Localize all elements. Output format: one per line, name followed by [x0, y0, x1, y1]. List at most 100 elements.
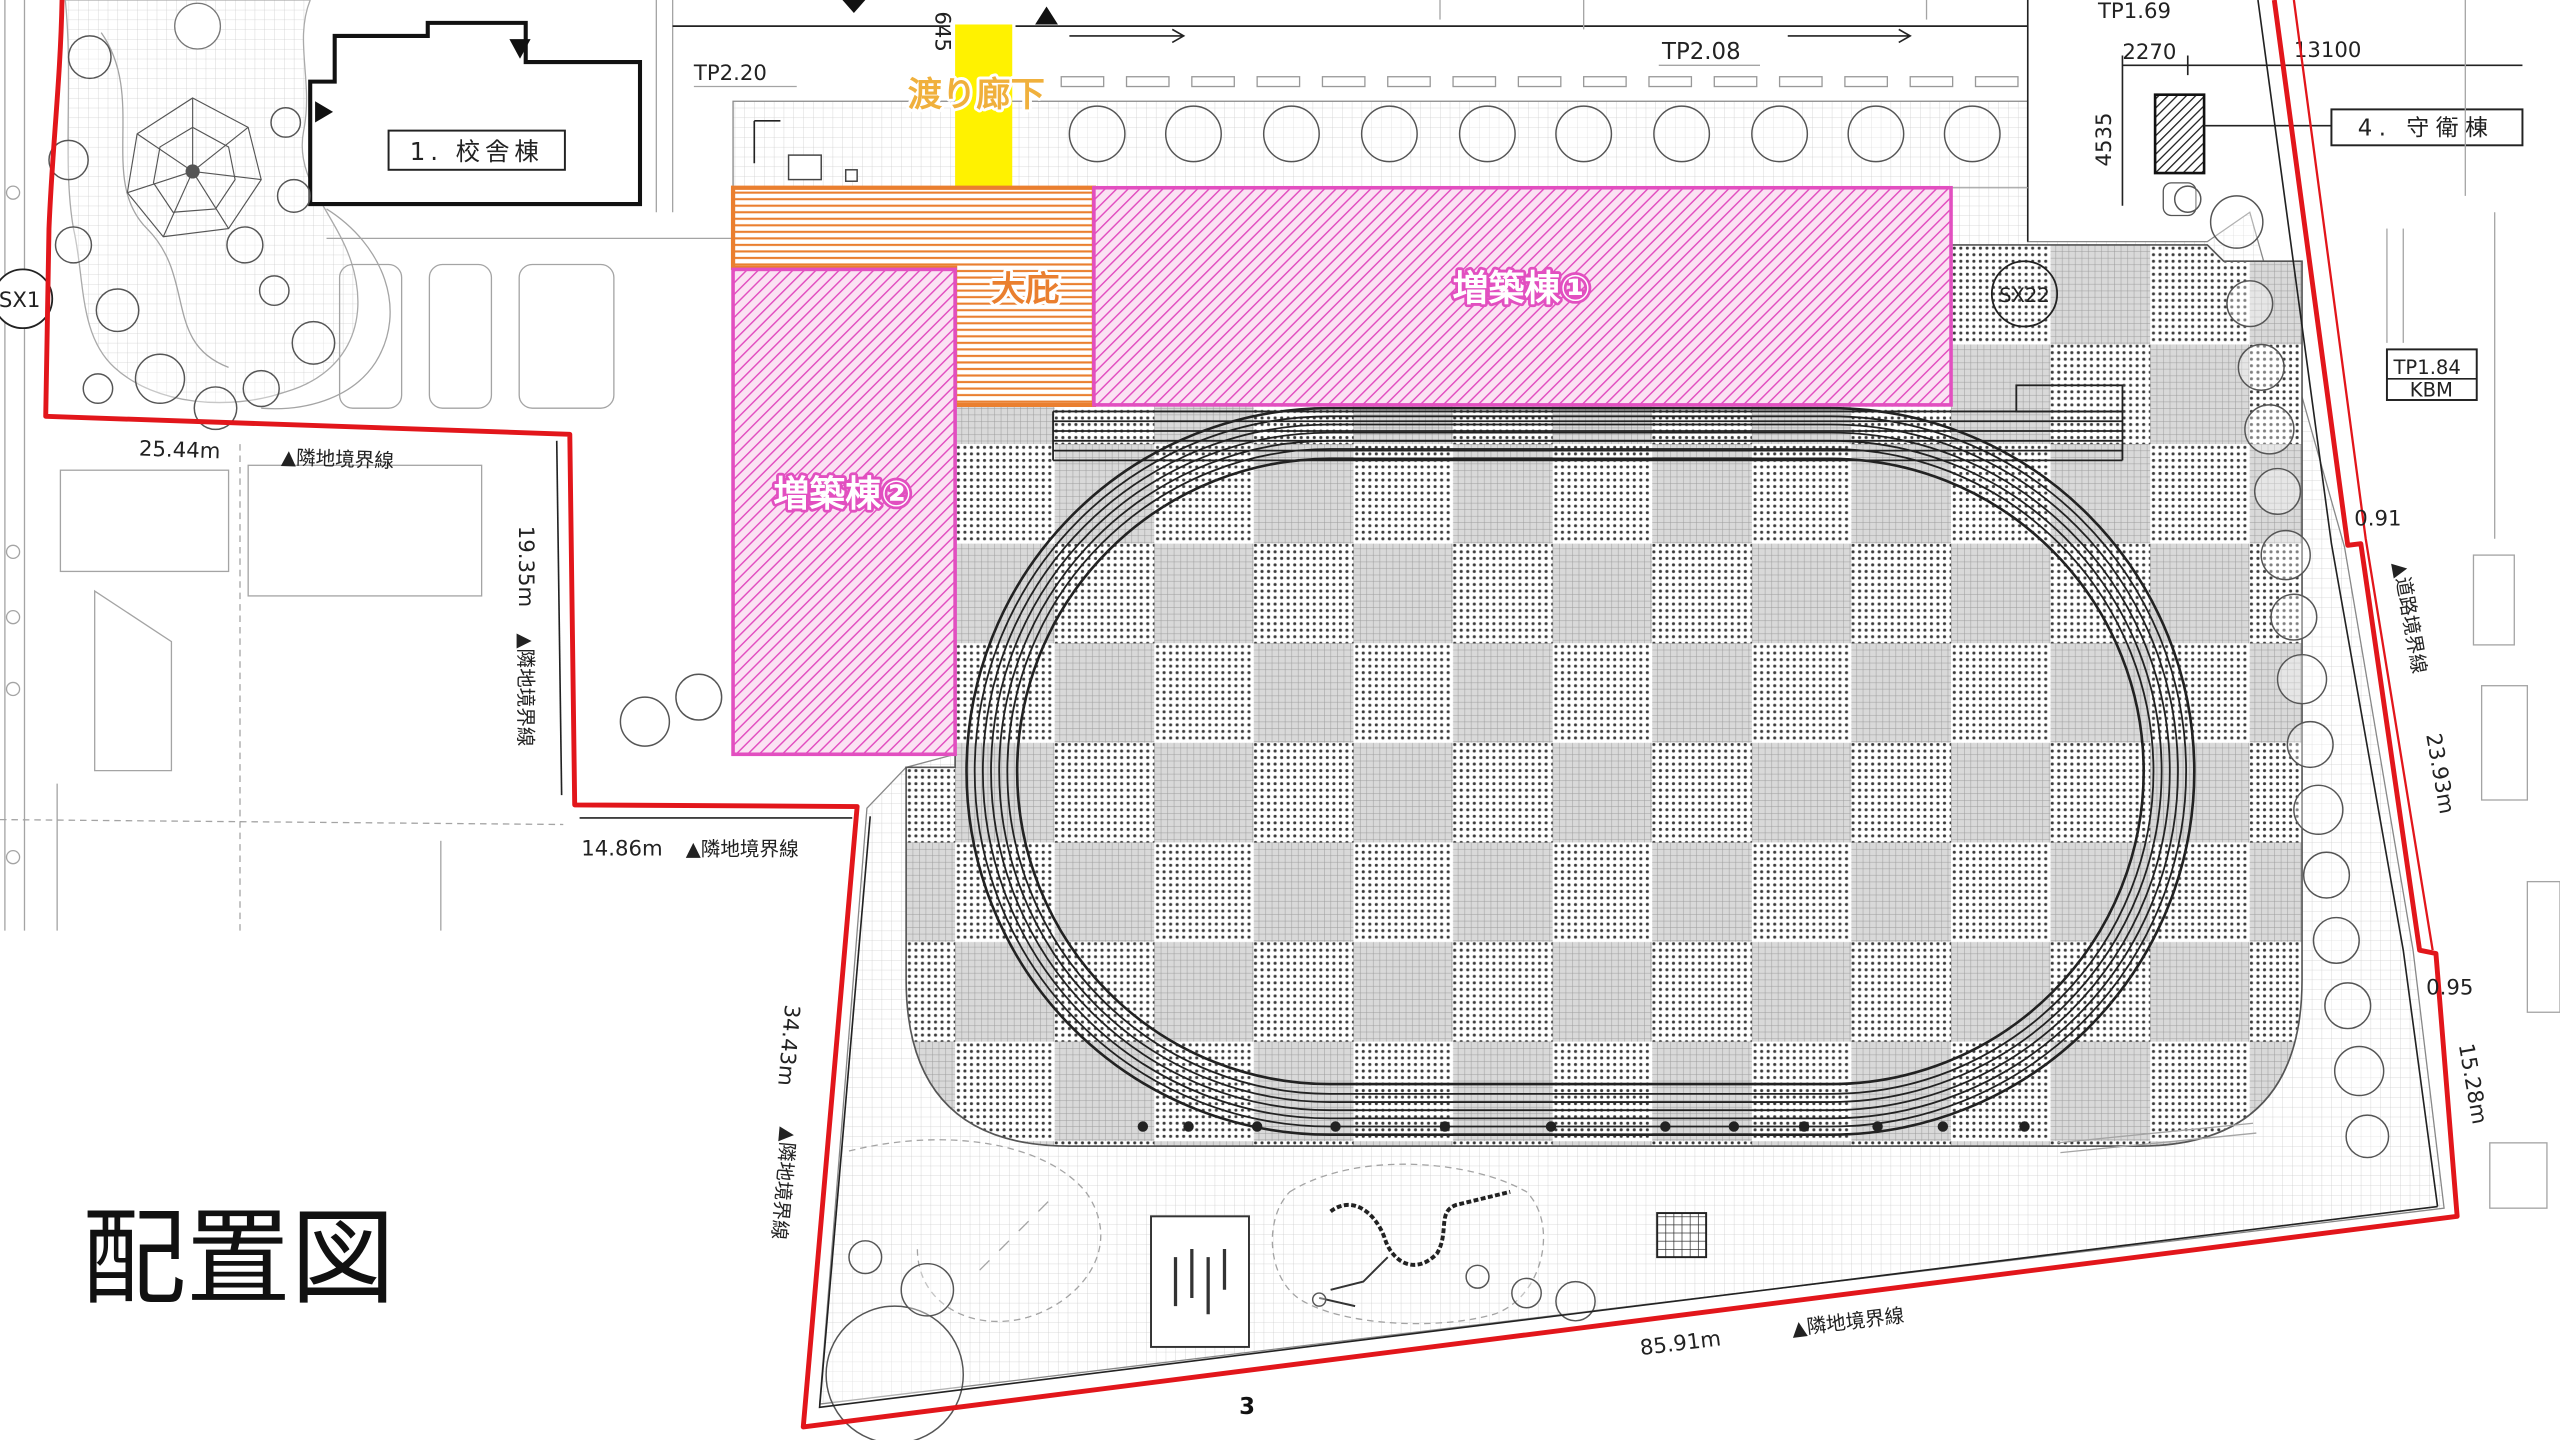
east-road: TP1.84 KBM [2385, 0, 2560, 1209]
tree [54, 226, 93, 264]
boundary-6-label: ▲道路境界線 [2389, 560, 2431, 675]
planter [1452, 76, 1497, 88]
sports-field [905, 244, 2303, 1147]
tree [67, 35, 112, 80]
tree [95, 288, 140, 333]
offset-south: 0.95 [2426, 975, 2473, 1000]
dim-gate-width: 13100 [2294, 38, 2362, 63]
boundary-3-label: ▲隣地境界線 [686, 838, 799, 861]
drain [1137, 1121, 1149, 1132]
boundary-3-length: 14.86m [581, 837, 662, 862]
south-playground [848, 1122, 2257, 1348]
planter [1321, 76, 1366, 88]
triangle-marker-icon [509, 39, 531, 59]
dim-corridor: 645 [930, 11, 955, 52]
boundary-2-label: ▲隣地境界線 [514, 633, 537, 746]
dim-gate-offset: 2270 [2122, 40, 2176, 65]
tree [2244, 404, 2295, 455]
elevation-gate: TP1.69 [2097, 0, 2171, 24]
tree [1847, 105, 1905, 163]
sx-marker-west: SX1 [0, 268, 54, 330]
grid-equipment [1656, 1212, 1708, 1259]
tree [2173, 185, 2202, 213]
boundary-1-label: ▲隣地境界線 [281, 446, 395, 473]
planter [1974, 76, 2019, 88]
corridor-area [955, 24, 1013, 188]
canopy-label: 大庇 [991, 269, 1060, 309]
boundary-5-label: ▲隣地境界線 [1790, 1304, 1905, 1341]
guard-building: 4. 守衛棟 [2153, 93, 2524, 217]
planter [1778, 76, 1823, 88]
tree [2333, 1045, 2385, 1097]
tree [2302, 851, 2351, 899]
tree [1751, 105, 1809, 163]
tree [2260, 529, 2311, 581]
tree [1311, 1292, 1327, 1307]
boundary-4-length: 34.43m [772, 1004, 804, 1087]
planter [1713, 76, 1758, 88]
west-road [4, 0, 26, 931]
tree [2253, 467, 2302, 516]
annex-2-area [731, 267, 957, 757]
tree [1458, 105, 1516, 163]
manhole [5, 849, 21, 865]
tree [848, 1240, 883, 1275]
drain-row [1137, 1121, 2030, 1132]
tree [675, 673, 723, 721]
planter [1125, 76, 1170, 88]
elevation-center: TP2.08 [1661, 39, 1741, 65]
drain [1251, 1121, 1263, 1132]
tree [2226, 280, 2274, 328]
tree [258, 275, 290, 307]
tree [2237, 343, 2285, 391]
school-building-label: 1. 校舎棟 [410, 137, 544, 166]
planter [1844, 76, 1888, 88]
planter [1060, 76, 1105, 88]
boundary-1-length: 25.44m [139, 437, 221, 465]
parking-space [338, 263, 403, 409]
tree [619, 696, 671, 747]
drain [1872, 1121, 1883, 1132]
field-surface [905, 244, 2303, 1147]
drain [1798, 1121, 1810, 1132]
page-number: 3 [1239, 1394, 1255, 1420]
triangle-marker-icon [1035, 6, 1058, 25]
tree [193, 386, 238, 431]
tree [1262, 105, 1320, 163]
tree [2312, 916, 2360, 964]
parking-space [518, 263, 615, 409]
triangle-marker-icon [842, 0, 866, 14]
drain [1728, 1121, 1740, 1132]
boundary-5-length: 85.91m [1639, 1326, 1723, 1361]
tree [291, 320, 336, 365]
corridor-label: 渡り廊下 [908, 75, 1045, 115]
planter [1517, 76, 1562, 88]
sandbox [1150, 1215, 1250, 1348]
straight-course [1052, 384, 2124, 462]
tree [48, 139, 89, 181]
tree [2324, 982, 2372, 1030]
tree [2293, 784, 2344, 836]
boundary-6-length: 23.93m [2420, 731, 2459, 816]
north-west-park [64, 0, 734, 410]
tree [1653, 105, 1711, 163]
tree [900, 1262, 955, 1317]
sx-marker-east: SX22 [1990, 260, 2059, 328]
page-title: 配置図 [82, 1198, 395, 1320]
tree [1465, 1264, 1490, 1289]
tree [134, 353, 186, 404]
tree [82, 373, 114, 404]
manhole [5, 681, 21, 697]
play-equipment [1329, 1189, 1511, 1267]
tree [1555, 1280, 1596, 1322]
trees [48, 35, 2390, 1440]
neighbour-buildings-west [0, 444, 564, 931]
sx-west-label: SX1 [0, 288, 40, 313]
triangle-marker-icon [315, 101, 334, 123]
planter [1256, 76, 1301, 88]
planter [1387, 76, 1431, 88]
manhole [5, 609, 21, 625]
tree [1943, 105, 2001, 163]
tree [1164, 105, 1222, 163]
tree [825, 1305, 964, 1440]
